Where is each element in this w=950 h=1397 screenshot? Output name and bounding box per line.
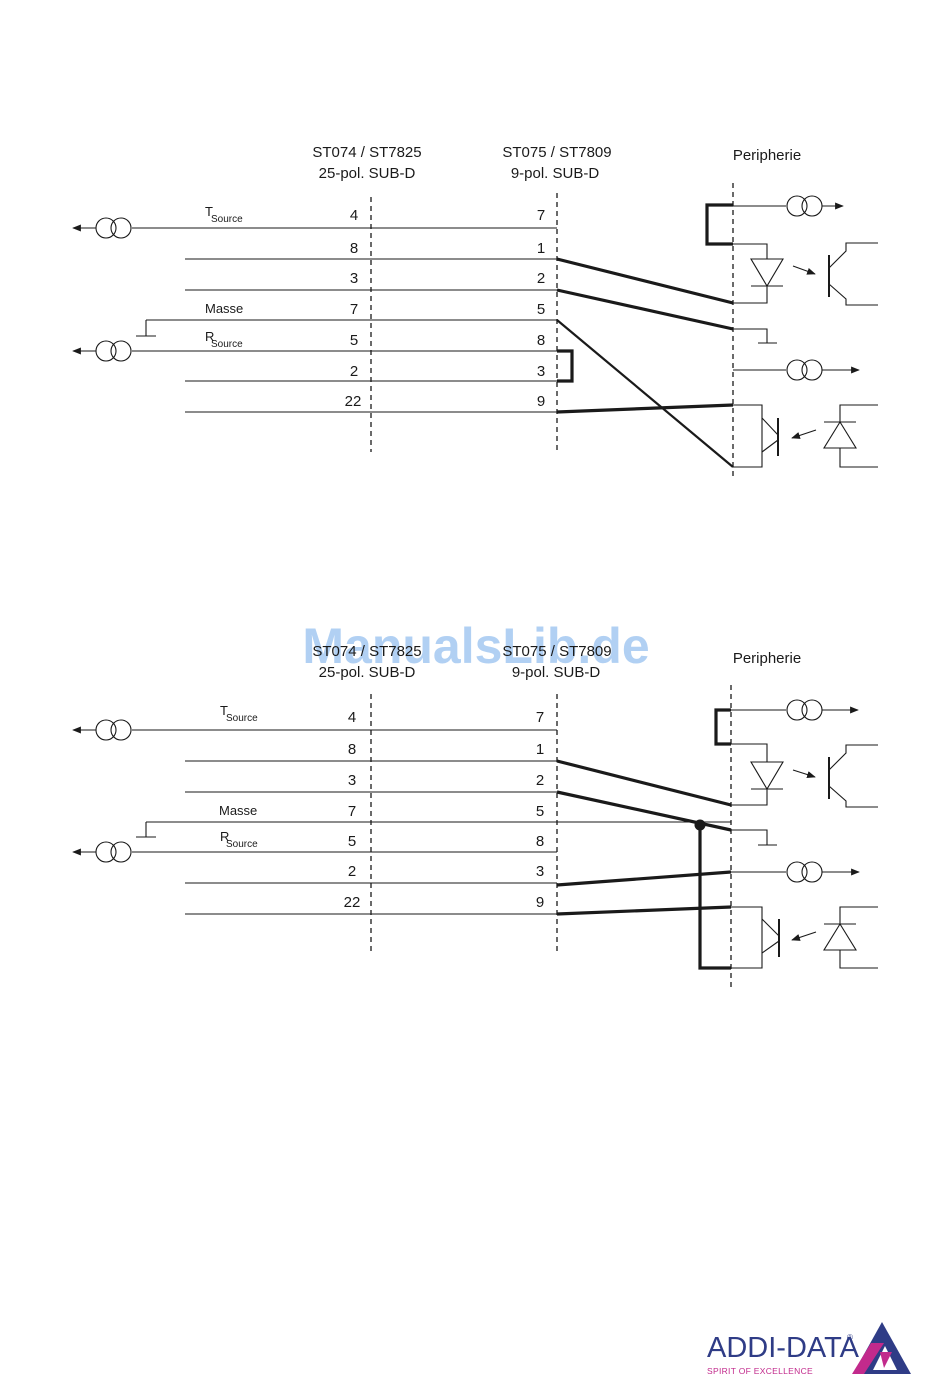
led-icon [824, 907, 878, 968]
pin-25-tsource: 4 [350, 207, 358, 224]
tsource-label: T Source [220, 703, 258, 724]
current-source-icon [73, 341, 131, 361]
connector-9pin-type: 9-pol. SUB-D [512, 664, 601, 681]
pin-9: 8 [537, 332, 545, 349]
pin-25-rsource: 5 [350, 332, 358, 349]
logo-triangle-icon [852, 1322, 911, 1374]
peripherie-wiring [557, 205, 733, 467]
svg-text:Source: Source [226, 713, 258, 724]
junction-dot [695, 820, 706, 831]
addi-data-logo: ADDI-DATA ® SPIRIT OF EXCELLENCE [707, 1322, 911, 1376]
pin-9: 2 [537, 270, 545, 287]
pin-9: 5 [536, 803, 544, 820]
current-source-icon [733, 360, 859, 380]
connector-25pin-name: ST074 / ST7825 [312, 643, 421, 660]
current-source-icon [731, 862, 859, 882]
rsource-label: R Source [205, 329, 243, 350]
phototransistor-icon [731, 907, 816, 968]
current-source-icon [731, 700, 858, 720]
svg-text:Source: Source [226, 839, 258, 850]
pin-25-rsource: 5 [348, 833, 356, 850]
connector-9pin-name: ST075 / ST7809 [502, 643, 611, 660]
pin-25: 3 [350, 270, 358, 287]
rsource-label: R Source [220, 829, 258, 850]
pin-9: 5 [537, 301, 545, 318]
diagram-2: ST074 / ST7825 25-pol. SUB-D ST075 / ST7… [73, 643, 878, 990]
pin-25-masse: 7 [350, 301, 358, 318]
logo-registered: ® [847, 1333, 853, 1342]
peripherie-wiring [557, 710, 731, 968]
tsource-label: T Source [205, 204, 243, 225]
svg-text:Source: Source [211, 339, 243, 350]
cable-wires [132, 730, 731, 914]
svg-text:Source: Source [211, 214, 243, 225]
phototransistor-icon [733, 405, 816, 467]
ground-icon [733, 329, 777, 343]
connector-9pin-type: 9-pol. SUB-D [511, 165, 600, 182]
pin-25: 2 [350, 363, 358, 380]
connector-25pin-type: 25-pol. SUB-D [319, 165, 416, 182]
current-source-icon [733, 196, 843, 216]
led-icon [824, 405, 878, 467]
phototransistor-icon [829, 745, 878, 807]
current-source-icon [73, 218, 131, 238]
ground-icon [731, 830, 777, 845]
pin-9: 7 [536, 709, 544, 726]
diagram-1: ST074 / ST7825 25-pol. SUB-D ST075 / ST7… [73, 144, 878, 477]
pin-25: 22 [345, 393, 362, 410]
pin-25: 8 [350, 240, 358, 257]
led-icon [731, 744, 815, 805]
pin-25-tsource: 4 [348, 709, 356, 726]
cable-wires [132, 228, 557, 412]
pin-9: 8 [536, 833, 544, 850]
current-source-icon [73, 720, 131, 740]
connector-25pin-type: 25-pol. SUB-D [319, 664, 416, 681]
pin-25-masse: 7 [348, 803, 356, 820]
pin-25: 8 [348, 741, 356, 758]
pin-9: 7 [537, 207, 545, 224]
connector-9pin-name: ST075 / ST7809 [502, 144, 611, 161]
peripherie-label: Peripherie [733, 650, 801, 667]
masse-label: Masse [219, 803, 257, 818]
connector-25pin-name: ST074 / ST7825 [312, 144, 421, 161]
led-icon [733, 244, 815, 303]
pin-9: 1 [536, 741, 544, 758]
pin-9: 2 [536, 772, 544, 789]
peripherie-label: Peripherie [733, 147, 801, 164]
pin-9: 3 [536, 863, 544, 880]
phototransistor-icon [829, 243, 878, 305]
masse-label: Masse [205, 301, 243, 316]
logo-tagline: SPIRIT OF EXCELLENCE [707, 1366, 813, 1376]
current-source-icon [73, 842, 131, 862]
pin-9: 3 [537, 363, 545, 380]
pin-25: 2 [348, 863, 356, 880]
logo-wordmark: ADDI-DATA [707, 1332, 860, 1364]
pin-9: 9 [537, 393, 545, 410]
pin-25: 3 [348, 772, 356, 789]
pin-9: 9 [536, 894, 544, 911]
pin-25: 22 [344, 894, 361, 911]
pin-9: 1 [537, 240, 545, 257]
